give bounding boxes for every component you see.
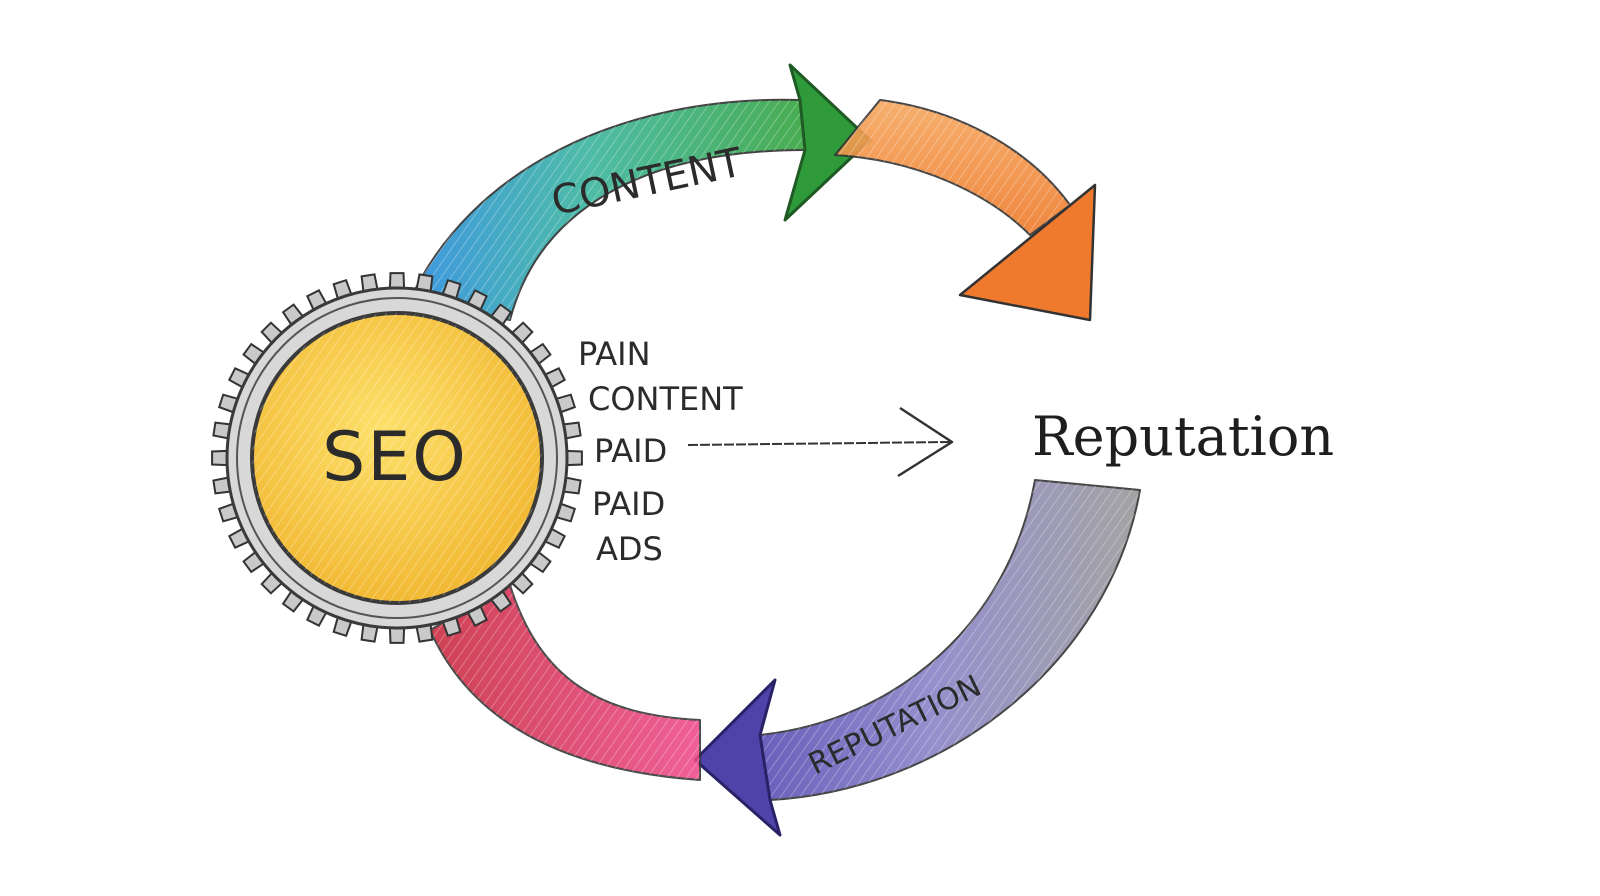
arc-pink	[429, 584, 701, 781]
arc-content	[409, 63, 872, 321]
list-item: ADS	[596, 530, 663, 568]
list-item: CONTENT	[588, 380, 743, 418]
list-item: PAID	[594, 432, 667, 470]
seo-gear	[211, 272, 583, 644]
arc-reputation-arrowhead	[693, 678, 782, 837]
list-item: PAID	[592, 485, 665, 523]
list-item: PAIN	[578, 335, 651, 373]
arc-orange-arrowhead	[958, 183, 1097, 322]
arc-reputation	[693, 479, 1141, 837]
connector-arrow	[687, 406, 954, 478]
channel-list: PAIN CONTENT PAID PAID ADS	[578, 335, 743, 568]
arc-orange	[834, 99, 1097, 322]
reputation-target-label: Reputation	[1032, 405, 1334, 468]
seo-label: SEO	[322, 418, 468, 497]
